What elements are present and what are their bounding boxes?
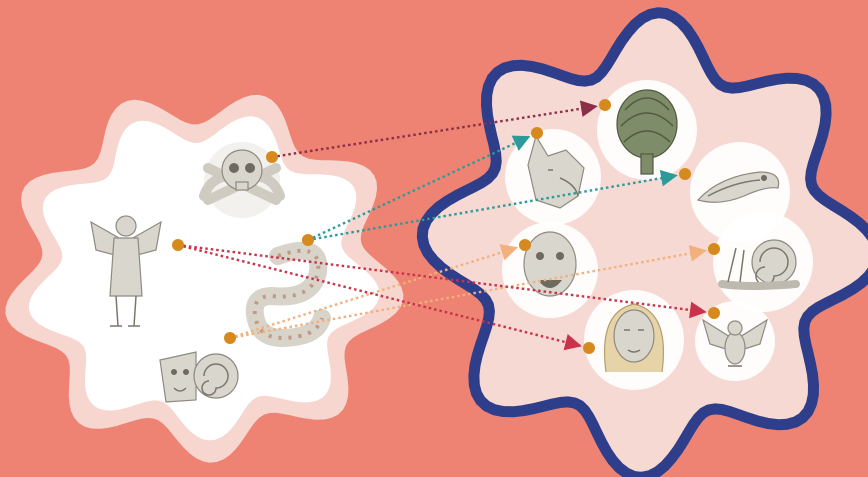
right-figure-woman bbox=[584, 290, 684, 390]
connector-dot-skull-crossbones bbox=[266, 151, 278, 163]
connector-dot-snail-head bbox=[224, 332, 236, 344]
connector-dot-snail bbox=[708, 243, 720, 255]
connector-dot-serpent bbox=[302, 234, 314, 246]
right-figure-eagle bbox=[695, 301, 775, 381]
right-figure-wolf bbox=[505, 129, 601, 225]
right-figure-artichoke bbox=[597, 80, 697, 180]
connector-dot-grotesque bbox=[519, 239, 531, 251]
right-figure-grotesque bbox=[502, 222, 598, 318]
connector-dot-artichoke bbox=[599, 99, 611, 111]
connector-dot-harpy bbox=[172, 239, 184, 251]
connector-dot-eagle bbox=[708, 307, 720, 319]
connector-dot-snake bbox=[679, 168, 691, 180]
grotesque-face-icon bbox=[524, 232, 576, 296]
right-figure-snail bbox=[713, 212, 813, 312]
connector-dot-wolf bbox=[531, 127, 543, 139]
connector-dot-woman bbox=[583, 342, 595, 354]
